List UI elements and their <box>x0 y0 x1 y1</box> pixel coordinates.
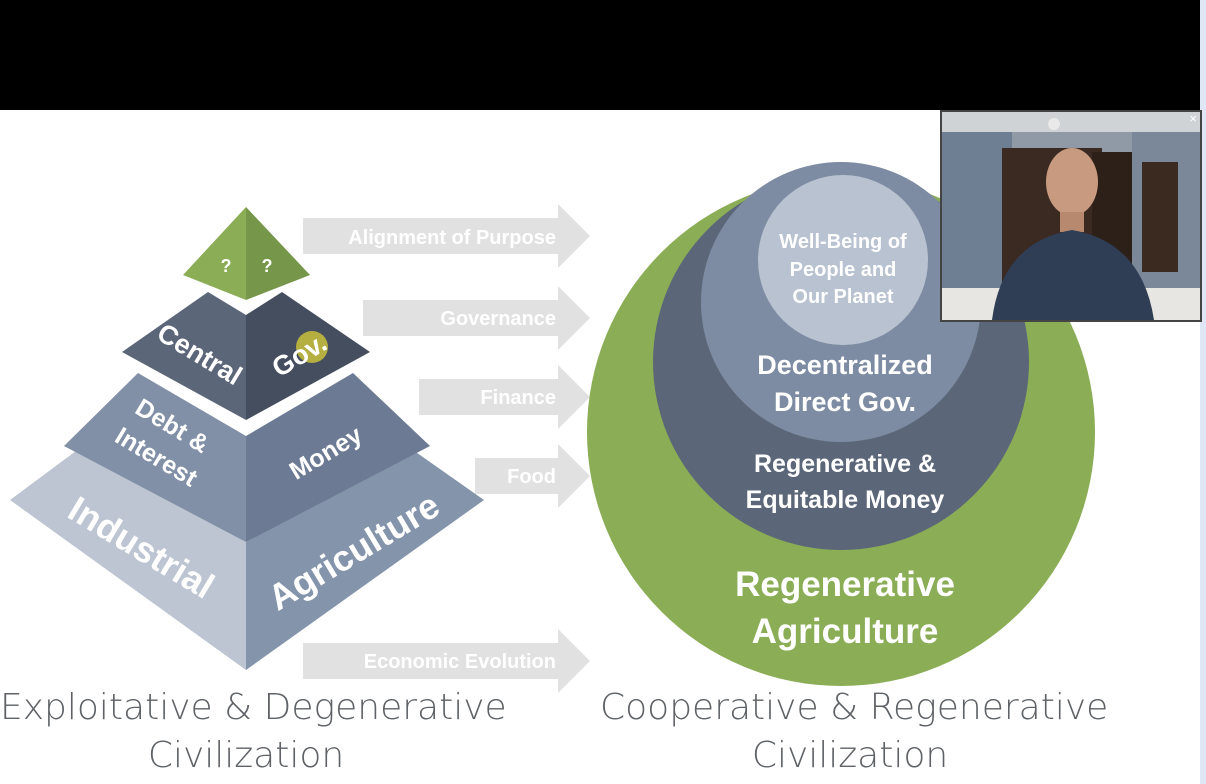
arrow-finance: Finance <box>419 365 590 429</box>
arrow-label: Economic Evolution <box>364 651 556 673</box>
pyramid-tier-money-left <box>64 373 246 542</box>
arrow-economic-evolution: Economic Evolution <box>303 629 590 693</box>
gov-line1: Decentralized <box>757 350 933 380</box>
circle-wellbeing <box>758 175 928 345</box>
pyramid-tier-agriculture-right <box>246 448 484 670</box>
arrow-alignment-of-purpose: Alignment of Purpose <box>303 204 590 268</box>
arrow-food: Food <box>475 444 590 508</box>
arrow-label: Governance <box>440 308 556 330</box>
pyramid-tier-money-right <box>246 373 430 542</box>
pyramid-top-right-label: ? <box>262 256 273 276</box>
wellbeing-line2: People and <box>790 259 897 281</box>
arrow-label: Food <box>507 466 556 488</box>
pyramid-tier-gov-left <box>122 292 246 420</box>
arrow-label: Alignment of Purpose <box>348 227 556 249</box>
gov-line2: Direct Gov. <box>774 387 916 417</box>
wellbeing-line1: Well-Being of <box>779 231 907 253</box>
wellbeing-line3: Our Planet <box>792 286 893 308</box>
agriculture-line2: Agriculture <box>752 612 939 651</box>
top-black-bar <box>0 0 1206 110</box>
pyramid-top-left <box>183 207 246 300</box>
window-edge <box>1200 0 1206 784</box>
money-line2: Equitable Money <box>746 486 945 514</box>
caption-right: Cooperative & Regenerative Civilization <box>600 684 1109 780</box>
pyramid-top-right <box>246 207 310 300</box>
agriculture-line1: Regenerative <box>735 565 955 604</box>
caption-left-line1: Exploitative & Degenerative <box>0 687 507 728</box>
money-line1: Regenerative & <box>754 450 936 478</box>
pyramid: ? ? Central Gov. Debt & Interest Money I… <box>10 207 484 670</box>
caption-left-line2: Civilization <box>147 735 345 776</box>
pointer-highlight <box>296 331 328 363</box>
pyramid-tier-agriculture-left <box>10 448 246 670</box>
caption-right-line1: Cooperative & Regenerative <box>600 687 1109 728</box>
close-icon[interactable]: × <box>1189 111 1197 126</box>
pyramid-top-left-label: ? <box>221 256 232 276</box>
caption-left: Exploitative & Degenerative Civilization <box>0 684 507 780</box>
video-frame <box>942 112 1200 320</box>
arrow-governance: Governance <box>363 286 590 350</box>
arrow-label: Finance <box>480 387 556 409</box>
presenter-video[interactable]: × <box>940 110 1202 322</box>
caption-right-line2: Civilization <box>751 735 949 776</box>
